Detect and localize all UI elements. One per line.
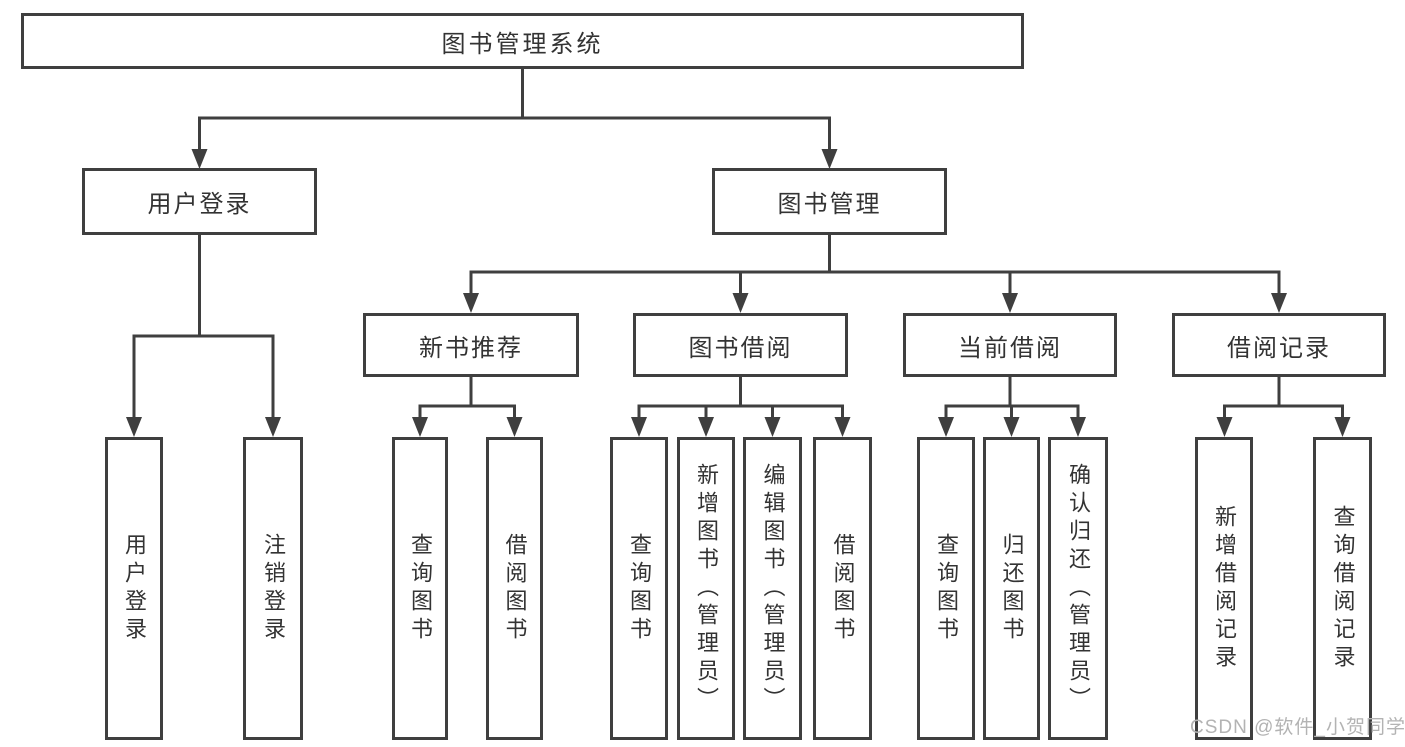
- arrowhead: [1334, 417, 1351, 437]
- leaf-borrow-books: 借阅图书: [813, 437, 872, 740]
- node-book-borrow: 图书借阅: [633, 313, 848, 377]
- node-new-book-recommend: 新书推荐: [363, 313, 579, 377]
- arrowhead: [764, 417, 781, 437]
- arrowhead: [1003, 417, 1020, 437]
- arrowhead: [938, 417, 954, 437]
- connector-borrow-records-to-children: [1216, 377, 1351, 437]
- connector-user-login-to-children: [126, 235, 281, 437]
- connector-new-book-recommend-to-children: [412, 377, 523, 437]
- arrowhead: [191, 149, 208, 169]
- leaf-confirm-return-admin: 确认归还（管理员）: [1048, 437, 1108, 740]
- connector-root-to-level2: [191, 68, 838, 169]
- node-book-management: 图书管理: [712, 168, 947, 235]
- node-label: 查询图书: [627, 532, 652, 645]
- node-label: 图书管理系统: [441, 30, 604, 58]
- arrowhead: [506, 417, 523, 437]
- leaf-recommend-borrow-books: 借阅图书: [486, 437, 543, 740]
- node-label: 归还图书: [999, 532, 1025, 645]
- node-label: 注销登录: [261, 532, 286, 645]
- node-label: 新增图书（管理员）: [694, 462, 719, 715]
- node-label: 新增借阅记录: [1212, 504, 1237, 673]
- connector-book-management-to-level3: [463, 235, 1287, 313]
- leaf-query-borrow-record: 查询借阅记录: [1313, 437, 1372, 740]
- arrowhead: [1216, 417, 1233, 437]
- node-label: 编辑图书（管理员）: [760, 462, 786, 715]
- node-label: 借阅记录: [1227, 334, 1331, 362]
- leaf-user-login: 用户登录: [105, 437, 163, 740]
- leaf-add-books-admin: 新增图书（管理员）: [677, 437, 735, 740]
- leaf-return-books: 归还图书: [983, 437, 1040, 740]
- arrowhead: [1002, 293, 1018, 313]
- node-label: 用户登录: [147, 191, 252, 218]
- connector-current-borrow-to-children: [938, 377, 1086, 437]
- leaf-edit-books-admin: 编辑图书（管理员）: [743, 437, 802, 740]
- leaf-logout: 注销登录: [243, 437, 303, 740]
- node-label: 借阅图书: [830, 532, 856, 645]
- node-user-login: 用户登录: [82, 168, 317, 235]
- arrowhead: [631, 417, 647, 437]
- leaf-current-query-books: 查询图书: [917, 437, 975, 740]
- node-label: 查询借阅记录: [1330, 504, 1356, 673]
- arrowhead: [1070, 417, 1086, 437]
- arrowhead: [1271, 293, 1287, 313]
- node-borrow-records: 借阅记录: [1172, 313, 1386, 377]
- arrowhead: [412, 417, 428, 437]
- node-label: 图书借阅: [688, 334, 793, 362]
- node-label: 新书推荐: [419, 334, 523, 362]
- node-label: 用户登录: [122, 532, 147, 645]
- node-label: 查询图书: [934, 532, 959, 645]
- node-label: 当前借阅: [958, 334, 1062, 362]
- leaf-add-borrow-record: 新增借阅记录: [1195, 437, 1253, 740]
- node-root-system: 图书管理系统: [21, 13, 1024, 69]
- arrowhead: [821, 149, 838, 169]
- arrowhead: [126, 417, 142, 437]
- leaf-borrow-query-books: 查询图书: [610, 437, 668, 740]
- node-label: 借阅图书: [502, 532, 528, 645]
- node-label: 确认归还（管理员）: [1066, 462, 1091, 715]
- node-label: 查询图书: [408, 532, 433, 645]
- leaf-recommend-query-books: 查询图书: [392, 437, 448, 740]
- watermark: CSDN @软件_小贺同学: [1190, 717, 1405, 738]
- arrowhead: [834, 417, 851, 437]
- arrowhead: [732, 293, 749, 313]
- arrowhead: [463, 293, 479, 313]
- arrowhead: [698, 417, 714, 437]
- node-current-borrow: 当前借阅: [903, 313, 1117, 377]
- arrowhead: [265, 417, 281, 437]
- node-label: 图书管理: [777, 191, 882, 218]
- connector-book-borrow-to-children: [631, 377, 851, 437]
